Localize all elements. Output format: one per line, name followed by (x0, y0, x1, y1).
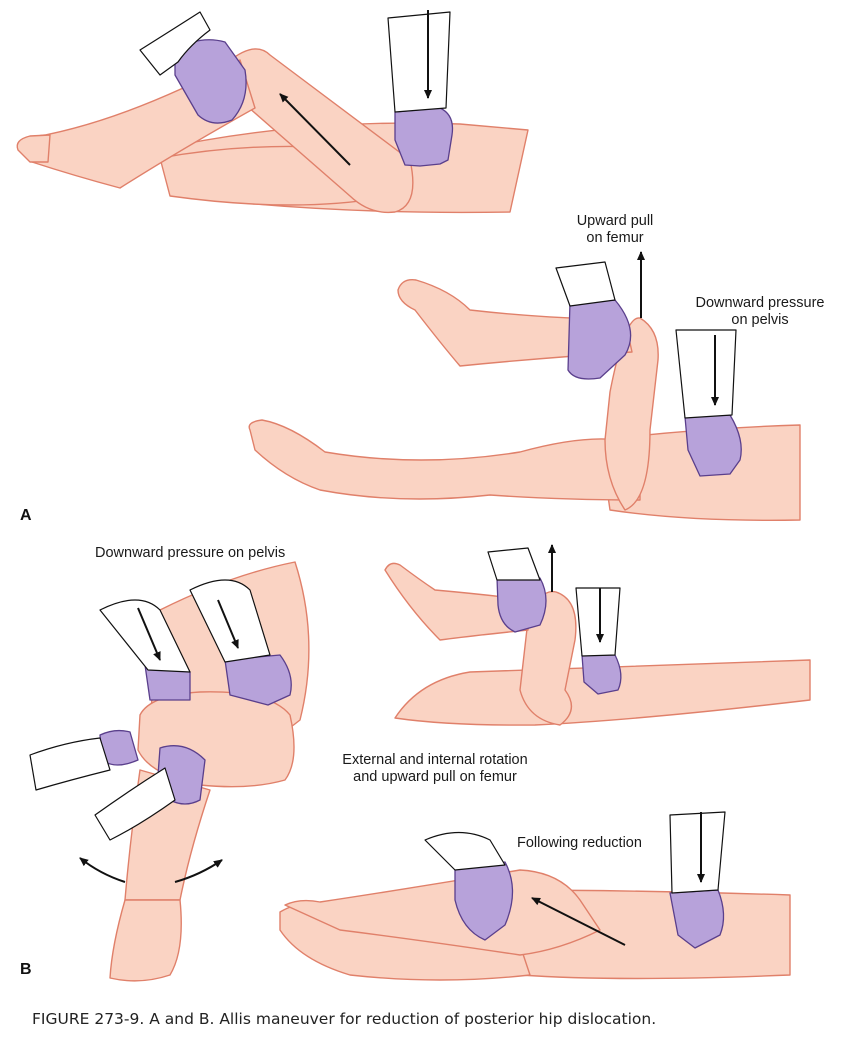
sleeve-scene4-right (669, 811, 726, 894)
glove-scene1-pelvis (394, 107, 454, 167)
panel-label-a: A (20, 507, 32, 524)
arrow-scene4-femur-push (531, 897, 626, 946)
sleeve-scene3-left (487, 547, 541, 581)
label-downward-pressure-pelvis-b: Downward pressure on pelvis (95, 545, 286, 561)
glove-scene1-knee (174, 39, 247, 124)
sleeve-scene3-right (575, 587, 621, 657)
glove-scene2-pelvis (684, 414, 742, 477)
arrow-b-right-down (217, 599, 239, 649)
sleeve-scene1-right (387, 11, 451, 113)
scene2-thigh (604, 317, 659, 511)
glove-b-right-hand (224, 654, 292, 706)
sleeve-b-knee (29, 737, 111, 791)
glove-scene3-pelvis (581, 654, 622, 695)
glove-scene2-knee (567, 299, 632, 380)
sleeve-b-shin (94, 767, 176, 841)
scene1-flexed-thigh (227, 48, 414, 214)
label-upward-pull: Upward pull on femur (576, 213, 654, 246)
arrow-b-left-down (137, 607, 161, 661)
figure-caption: FIGURE 273-9. A and B. Allis maneuver fo… (32, 1010, 657, 1028)
sleeve-b-right (189, 579, 271, 663)
sleeve-scene4-left (424, 831, 506, 871)
label-rotation-and-upward-pull: External and internal rotation and upwar… (342, 752, 528, 785)
glove-scene4-knee (454, 861, 514, 941)
scene-2-patient (248, 279, 801, 521)
b-foot (109, 899, 182, 982)
scene1-foot (16, 134, 51, 163)
sleeve-b-left (99, 599, 191, 673)
arrow-b-rotate-left (79, 857, 126, 883)
panel-label-b: B (20, 961, 32, 978)
sleeve-scene2-right (675, 329, 737, 419)
glove-scene3-knee (496, 577, 547, 633)
scene4-flexed-leg (284, 869, 601, 956)
label-downward-pressure-pelvis-a: Downward pressure on pelvis (695, 295, 825, 328)
sleeve-scene1-left (139, 11, 211, 76)
arrow-scene1-femur-push (279, 93, 351, 166)
arrow-b-rotate-right (174, 859, 223, 883)
glove-scene4-pelvis (669, 889, 725, 949)
label-following-reduction: Following reduction (517, 835, 642, 851)
scene2-straight-leg (248, 419, 641, 501)
sleeve-scene2-left (555, 261, 616, 307)
